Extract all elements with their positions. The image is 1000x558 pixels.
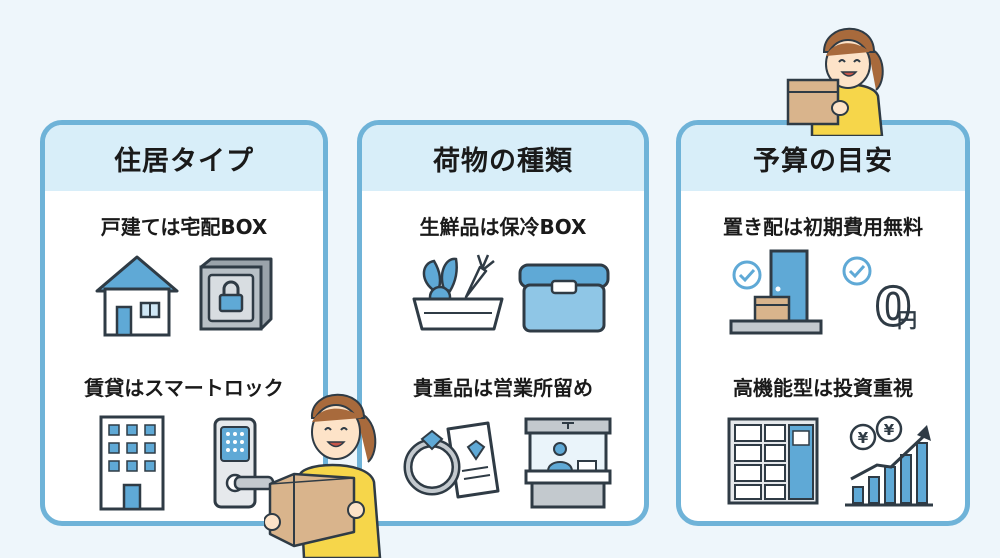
item-label: 生鮮品は保冷BOX: [419, 215, 587, 239]
card-package-type: 荷物の種類 生鮮品は保冷BOX 貴重品は営業所留め: [357, 120, 649, 526]
card-budget: 予算の目安 置き配は初期費用無料 0 円 高機能型は投資重視 ¥ ¥: [676, 120, 970, 526]
apartment-building-icon: [99, 415, 165, 511]
yen-unit: 円: [897, 308, 917, 332]
zero-yen-icon: 0 円: [842, 256, 917, 339]
service-counter-icon: [524, 417, 612, 509]
person-carrying-box-illustration: [264, 393, 382, 558]
parcel-locker-icon: [727, 417, 819, 505]
investment-chart-icon: ¥ ¥: [845, 415, 933, 507]
item-label: 貴重品は営業所留め: [413, 376, 593, 400]
item-label: 置き配は初期費用無料: [723, 215, 923, 239]
ring-document-icon: [403, 421, 500, 499]
card-housing-type: 住居タイプ 戸建ては宅配BOX 賃貸はスマートロック: [40, 120, 328, 526]
house-icon: [95, 255, 179, 337]
doorstep-package-icon: [729, 249, 823, 335]
item-label: 高機能型は投資重視: [733, 376, 913, 400]
card-title: 予算の目安: [681, 125, 965, 191]
smart-lock-icon: [213, 417, 275, 509]
person-carrying-box-illustration: [786, 27, 884, 136]
zero-number: 0: [875, 278, 911, 338]
item-label: 賃貸はスマートロック: [84, 376, 284, 400]
item-label: 戸建ては宅配BOX: [100, 215, 268, 239]
safe-box-icon: [199, 257, 273, 331]
card-title: 住居タイプ: [45, 125, 323, 191]
yen-coin-label: ¥: [858, 429, 869, 447]
card-title: 荷物の種類: [362, 125, 644, 191]
yen-coin-label: ¥: [884, 421, 895, 439]
cooler-box-icon: [518, 263, 610, 333]
vegetable-basket-icon: [412, 254, 504, 331]
